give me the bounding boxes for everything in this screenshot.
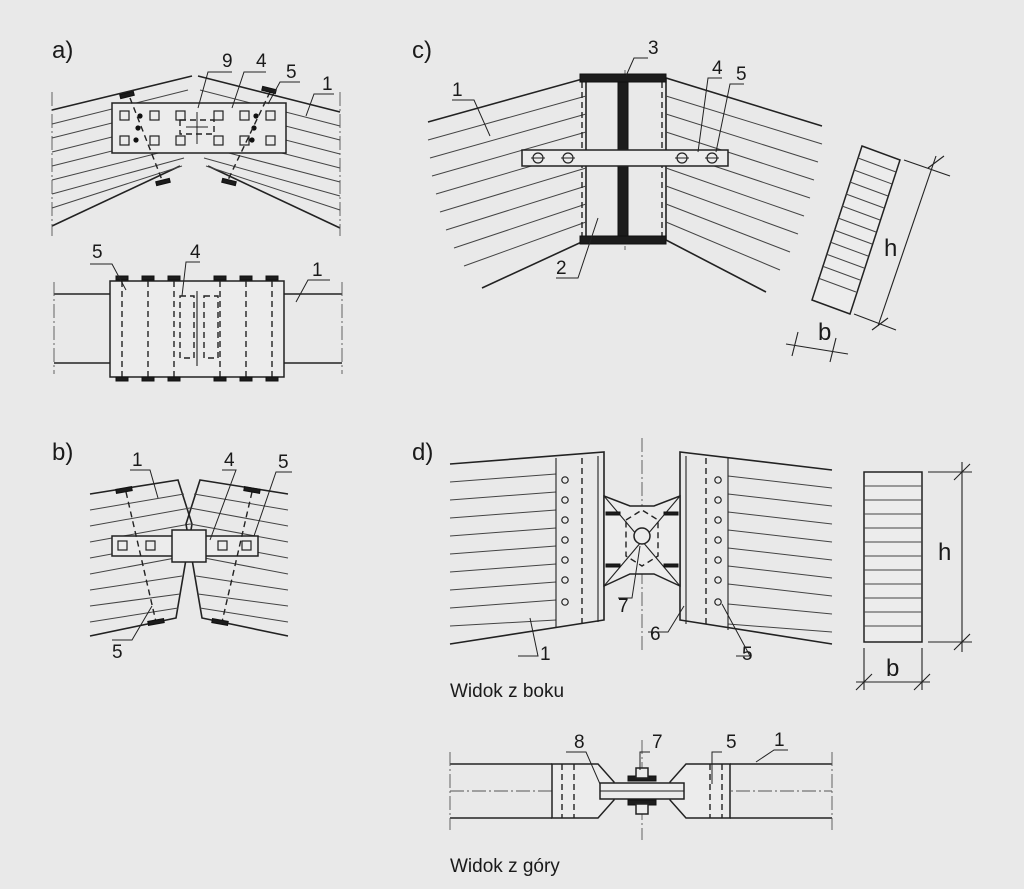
callout-a-5: 5 [286,62,297,83]
callout-b-5: 5 [278,452,289,473]
dimension-c-h: h [884,235,897,262]
panel-label-c: c) [412,37,432,64]
callout-d-top-1: 1 [774,730,785,751]
panel-d-cross-section: h b [855,462,972,691]
callout-a-1: 1 [322,74,333,95]
callout-d-top-8: 8 [574,732,585,753]
callout-b-1: 1 [132,450,143,471]
panel-b-callouts: 1 4 5 5 [112,450,292,663]
panel-d-top-callouts: 8 7 5 1 [566,730,788,785]
panel-a-plan: 5 4 1 [53,242,343,382]
callout-a-plan-1: 1 [312,260,323,281]
callout-d-7: 7 [618,596,629,617]
panel-b-center-block [171,529,207,563]
panel-d-left-beam [449,451,605,645]
panel-a-plan-screws [115,275,279,382]
panel-b-drawing: 1 4 5 5 [89,450,292,663]
dimension-d-b: b [886,655,899,682]
callout-d-5: 5 [742,644,753,665]
dimension-d-h: h [938,539,951,566]
panel-a-plan-callouts: 5 4 1 [90,242,330,303]
panel-a-screws [119,85,277,187]
panel-c-callouts: 1 3 4 5 2 [452,38,747,279]
panel-c-left-beam [427,76,587,289]
panel-d-right-bolts [714,476,722,606]
callout-c-5: 5 [736,64,747,85]
panel-d-right-beam [679,451,833,645]
panel-a-left-beam [51,75,193,236]
callout-a-plan-5: 5 [92,242,103,263]
callout-d-1: 1 [540,644,551,665]
panel-c-cross-section: h b [785,145,951,363]
caption-side-view: Widok z boku [450,681,564,702]
panel-d-side-callouts: 1 7 6 5 [518,545,753,665]
panel-a-elevation: 9 4 5 1 [51,51,341,236]
callout-d-top-5: 5 [726,732,737,753]
panel-d-hinge [603,494,681,588]
panel-a-top-callouts: 9 4 5 1 [197,51,334,117]
callout-b-bottom-5: 5 [112,642,123,663]
panel-label-a: a) [52,37,73,64]
panel-c-drawing: 1 3 4 5 2 h b [427,38,951,363]
panel-c-steel-bar [521,149,729,167]
callout-a-plan-4: 4 [190,242,201,263]
callout-b-4: 4 [224,450,235,471]
panel-d-top-right-end [669,763,731,819]
callout-c-4: 4 [712,58,723,79]
callout-c-1: 1 [452,80,463,101]
callout-a-4: 4 [256,51,267,72]
panel-a-bolts [119,110,276,146]
panel-d-top-view: 8 7 5 1 [449,730,833,840]
callout-c-2: 2 [556,258,567,279]
panel-a-dowel [179,112,215,144]
callout-d-top-7: 7 [652,732,663,753]
panel-label-d: d) [412,439,433,466]
callout-d-6: 6 [650,624,661,645]
panel-a-right-beam [197,75,341,236]
callout-a-9: 9 [222,51,233,72]
panel-d-side-view: 1 7 6 5 h [449,438,972,691]
panel-d-left-bolts [561,476,569,606]
dimension-c-b: b [818,319,831,346]
panel-b-screws [115,486,261,626]
panel-c-right-beam [665,76,823,293]
panel-label-b: b) [52,439,73,466]
panel-c-bolts [531,152,719,164]
panel-d-top-left-end [551,763,615,819]
caption-top-view: Widok z góry [450,856,560,877]
callout-c-3: 3 [648,38,659,59]
